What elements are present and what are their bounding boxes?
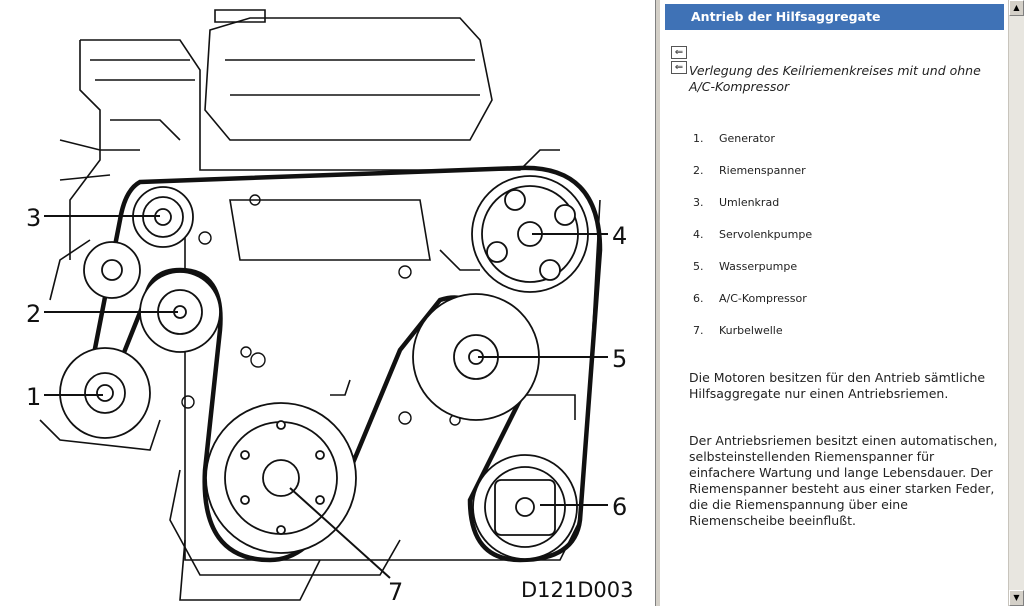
list-item: 2.Riemenspanner [693, 164, 806, 177]
diagram-pane: 1 2 3 4 5 6 7 D121D003 [26, 9, 634, 606]
pane-splitter[interactable] [655, 0, 661, 606]
arrow-left-icon: ⇐ [674, 47, 684, 58]
callout-3: 3 [26, 204, 41, 232]
list-item: 6.A/C-Kompressor [693, 292, 807, 305]
callout-6: 6 [612, 493, 627, 521]
callout-7: 7 [388, 578, 403, 606]
list-item: 3.Umlenkrad [693, 196, 780, 209]
list-item: 1.Generator [693, 132, 775, 145]
section-header: Antrieb der Hilfsaggregate [665, 4, 1004, 30]
list-item: 7.Kurbelwelle [693, 324, 783, 337]
figure-caption: Verlegung des Keilriemenkreises mit und … [689, 63, 981, 94]
leader-lines [44, 215, 608, 579]
scroll-down-button[interactable]: ▼ [1009, 590, 1024, 606]
bolt-holes [181, 194, 461, 426]
triangle-down-icon: ▼ [1013, 593, 1020, 602]
body-paragraph: Der Antriebsriemen besitzt einen automat… [689, 433, 998, 528]
callout-1: 1 [26, 383, 41, 411]
body-paragraph: Die Motoren besitzen für den Antrieb säm… [689, 370, 986, 401]
callout-2: 2 [26, 300, 41, 328]
arrow-left-icon: ⇐ [674, 62, 684, 73]
nav-back-button[interactable]: ⇐ [671, 46, 687, 59]
vertical-scrollbar[interactable]: ▲ ▼ [1008, 0, 1024, 606]
pulleys [59, 175, 589, 560]
callout-5: 5 [612, 345, 627, 373]
diagram-code: D121D003 [521, 578, 634, 602]
engine-belt-diagram: 1 2 3 4 5 6 7 D121D003 [26, 9, 634, 606]
text-pane: Antrieb der Hilfsaggregate ⇐ ⇐ Verlegung… [661, 0, 1008, 606]
scroll-up-button[interactable]: ▲ [1009, 0, 1024, 16]
triangle-up-icon: ▲ [1013, 3, 1020, 12]
nav-link-button[interactable]: ⇐ [671, 61, 687, 74]
callout-4: 4 [612, 222, 627, 250]
list-item: 4.Servolenkpumpe [693, 228, 813, 241]
list-item: 5.Wasserpumpe [693, 260, 798, 273]
